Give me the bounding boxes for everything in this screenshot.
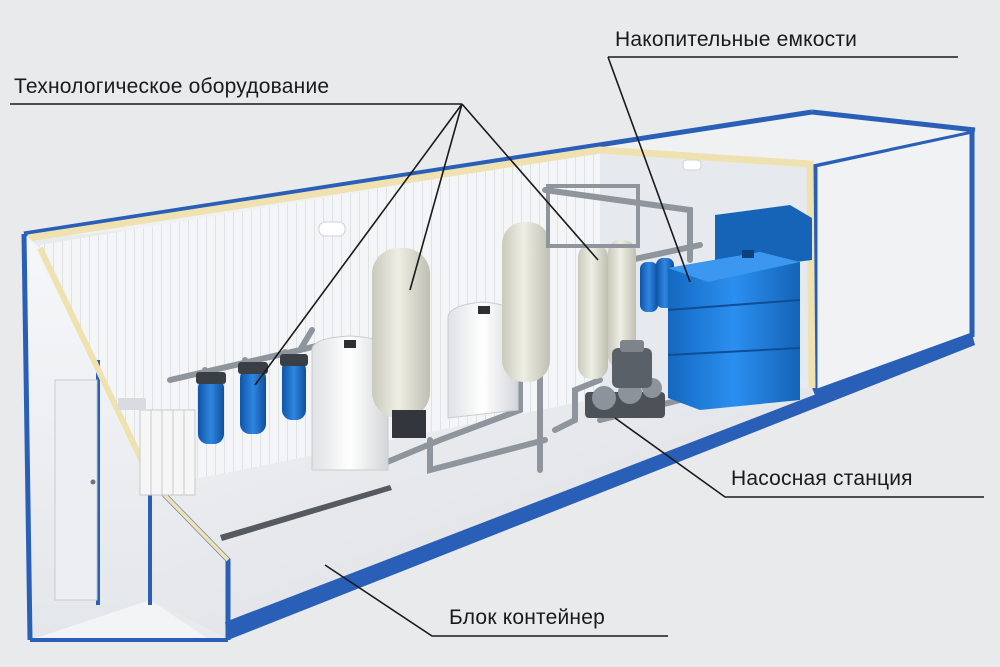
label-pump-station: Насосная станция bbox=[731, 467, 913, 490]
label-container-block: Блок контейнер bbox=[449, 606, 605, 629]
label-storage-tanks: Накопительные емкости bbox=[615, 28, 858, 51]
filter-vessels bbox=[372, 184, 640, 438]
dosing-tanks bbox=[311, 301, 519, 471]
container-body bbox=[21, 109, 976, 642]
pump-station bbox=[585, 340, 665, 418]
radiator bbox=[118, 398, 196, 496]
wall-lamps bbox=[318, 159, 702, 237]
leader-lines bbox=[10, 56, 984, 637]
label-process-equipment: Технологическое оборудование bbox=[14, 75, 330, 98]
storage-tanks bbox=[667, 205, 812, 410]
cartridge-filters bbox=[196, 258, 674, 444]
